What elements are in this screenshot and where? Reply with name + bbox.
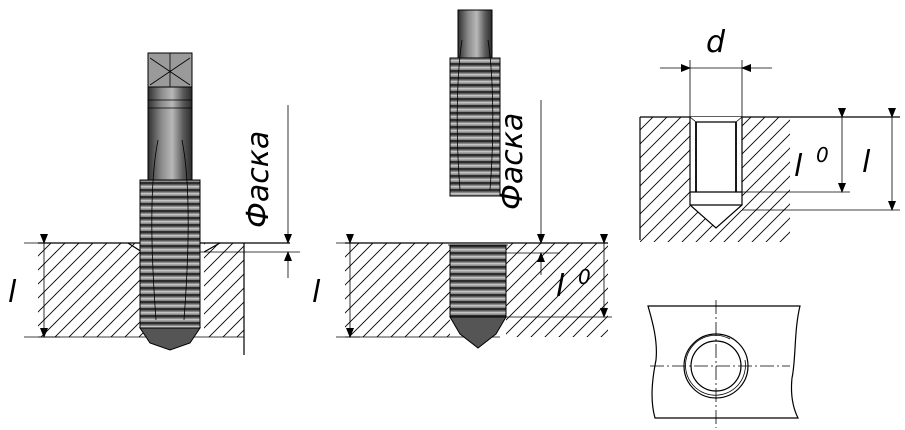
right-top-view	[647, 300, 801, 428]
left-tap	[139, 52, 201, 351]
left-figure: Фаска l	[8, 52, 300, 355]
middle-workpiece	[345, 242, 608, 338]
threaded-hole-thread-arc	[685, 334, 746, 396]
right-thread-length-dimension	[742, 108, 850, 193]
middle-chamfer-dimension	[506, 100, 560, 275]
depth-label-middle: l	[312, 275, 321, 310]
middle-tap-in-hole	[448, 244, 508, 349]
depth-label-left: l	[8, 275, 17, 310]
middle-tap-upper	[449, 9, 501, 197]
diameter-label-right: d	[706, 25, 726, 60]
right-workpiece	[639, 116, 900, 242]
left-depth-dimension	[24, 234, 60, 338]
right-hole	[689, 116, 743, 229]
thread-length-subscript-middle: 0	[578, 265, 591, 289]
chamfer-label-left: Фаска	[241, 131, 276, 228]
thread-length-subscript-right: 0	[816, 143, 829, 167]
thread-length-label-middle: l	[556, 269, 565, 304]
right-section-figure: d l 0 l	[639, 25, 900, 242]
depth-label-right: l	[862, 145, 871, 180]
thread-length-label-right: l	[794, 149, 803, 184]
right-diameter-dimension	[660, 60, 772, 117]
middle-thread-length-dimension	[506, 234, 612, 318]
left-chamfer-dimension	[200, 105, 300, 278]
right-depth-dimension	[742, 108, 900, 211]
left-workpiece	[38, 242, 290, 355]
middle-depth-dimension	[336, 234, 360, 338]
middle-figure: Фаска l l 0	[312, 9, 612, 349]
chamfer-label-middle: Фаска	[495, 113, 530, 210]
